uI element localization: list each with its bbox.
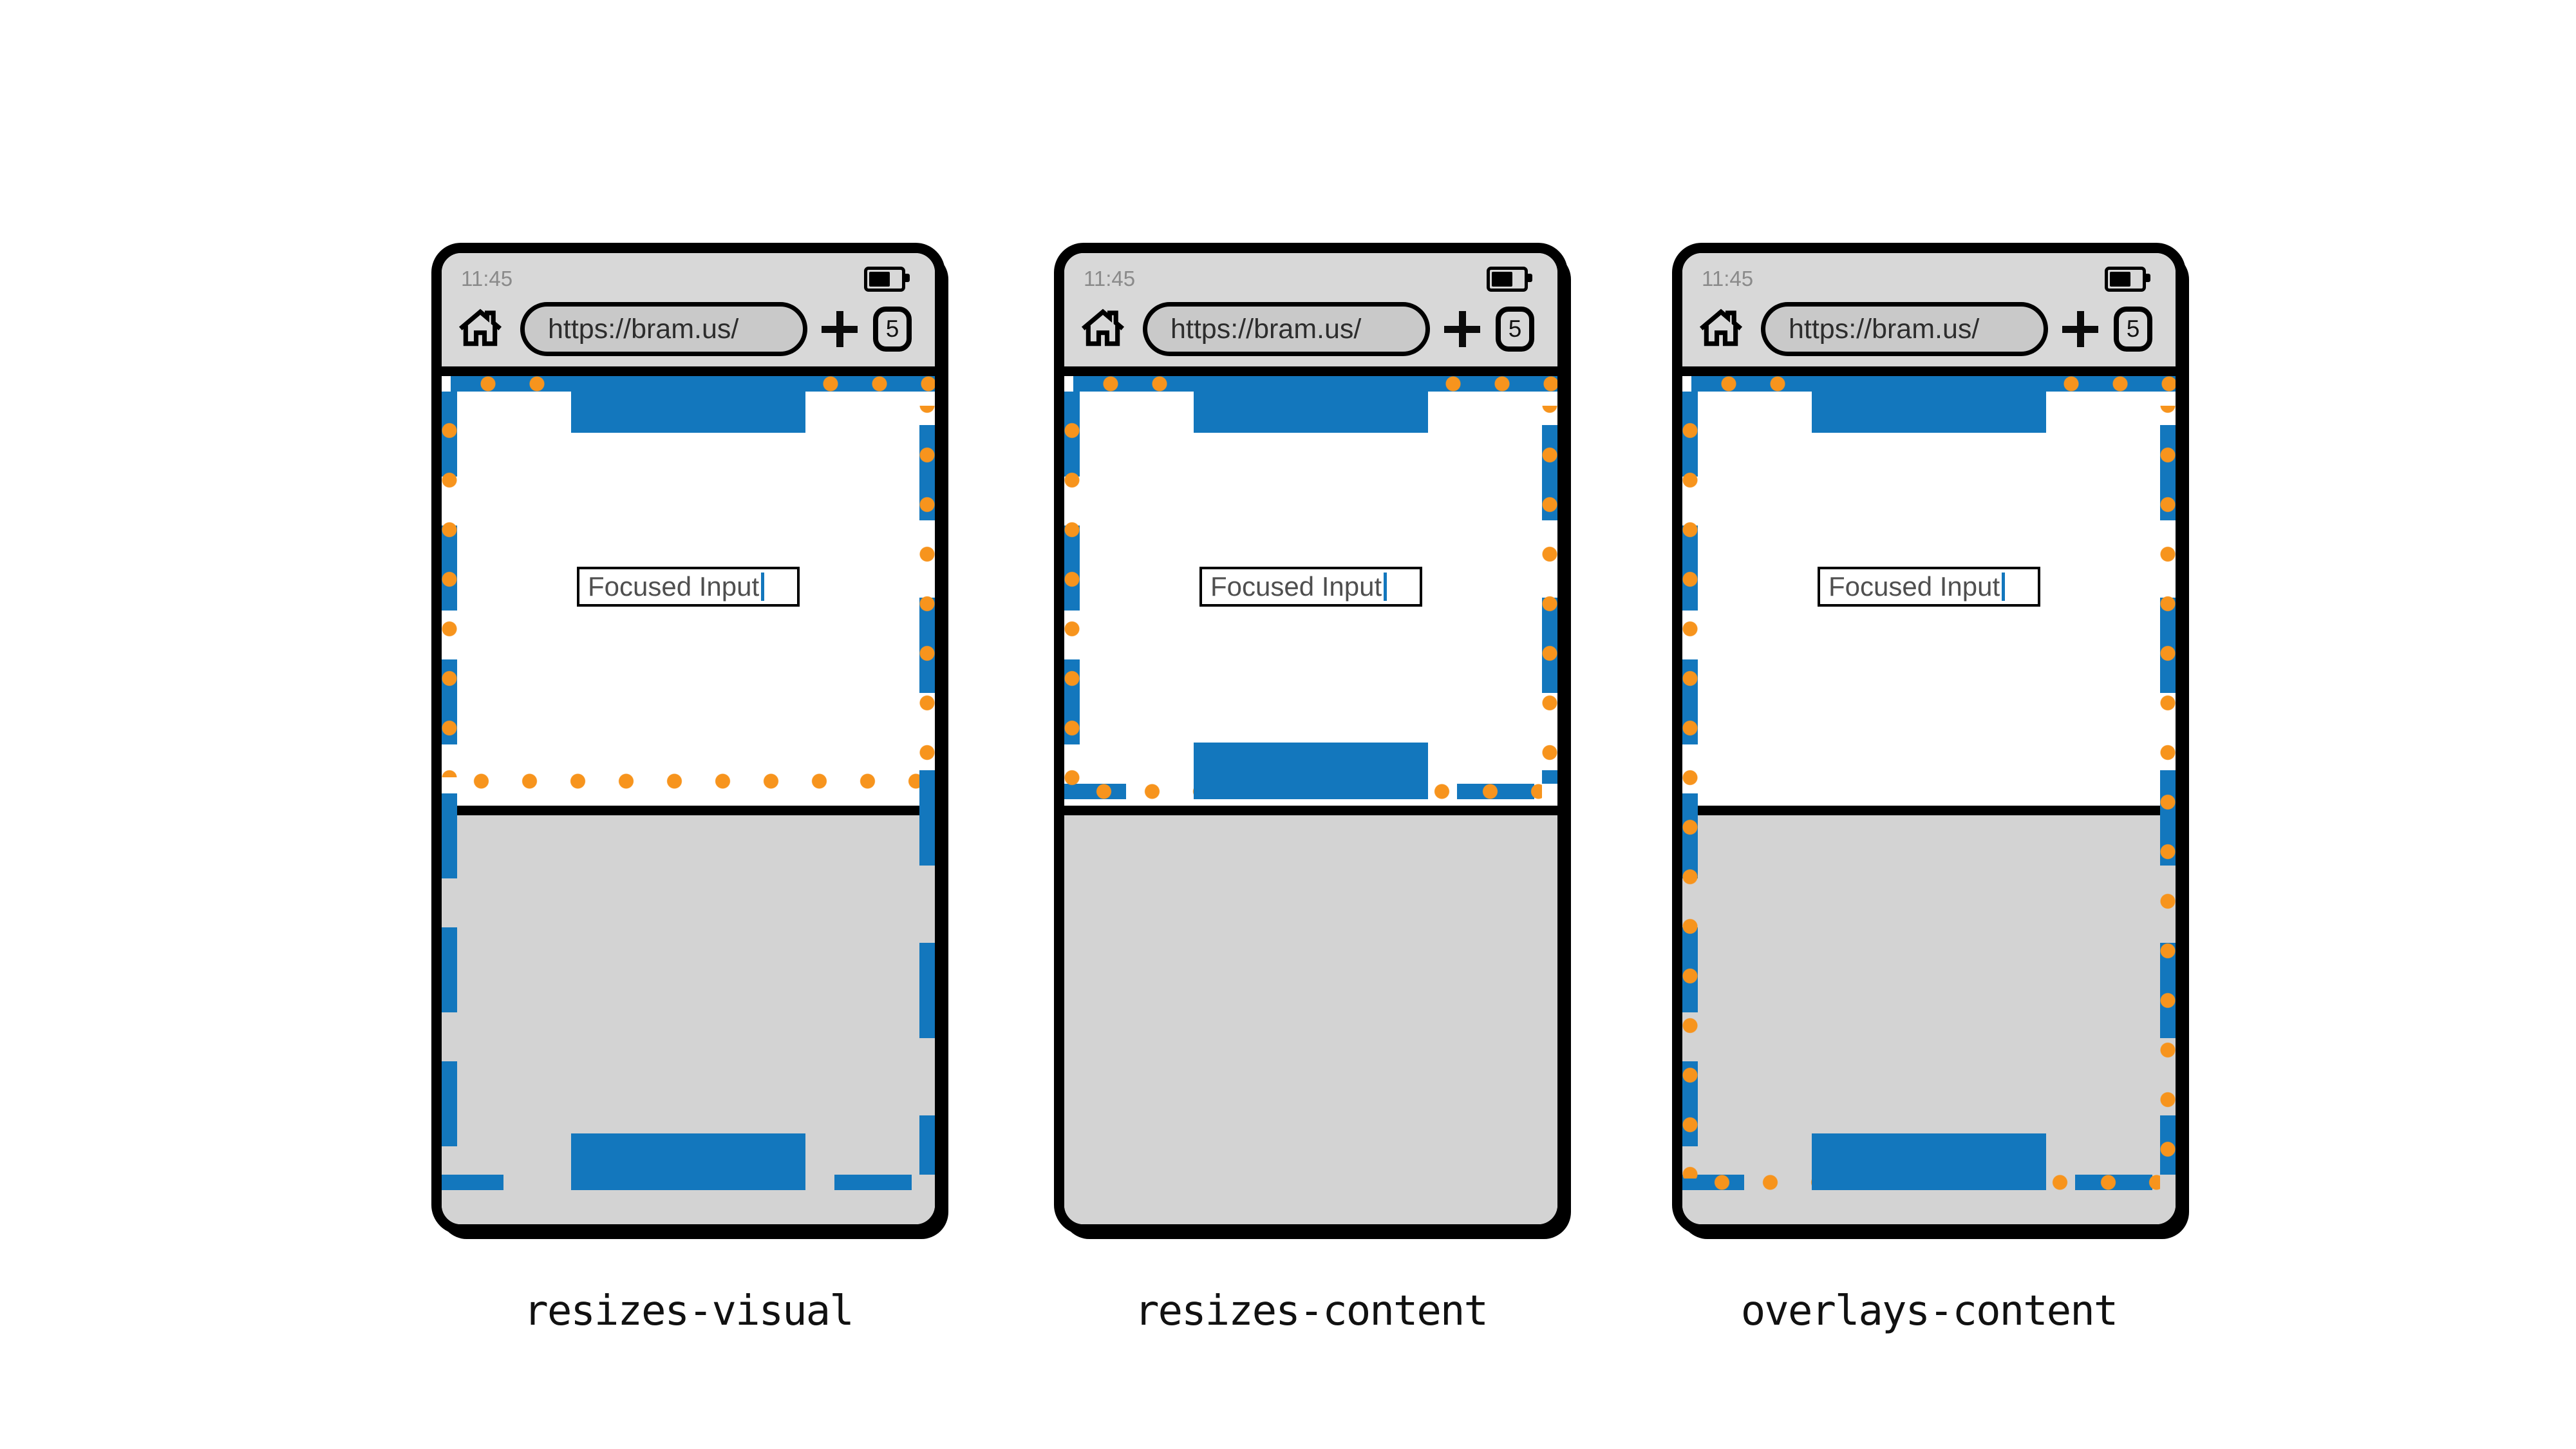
visual-viewport-dots-left (1682, 406, 1698, 1179)
url-bar[interactable]: https://bram.us/ (1761, 302, 2048, 356)
web-page: Focused Input (442, 376, 935, 1224)
input-value: Focused Input (1829, 571, 2000, 601)
phone-resizes-content: 11:45 https://bram.us/ 5 (1054, 243, 1568, 1235)
focused-input[interactable]: Focused Input (577, 567, 800, 607)
phone-label: overlays-content (1740, 1287, 2119, 1335)
visual-viewport-dots-left (1064, 406, 1080, 788)
visual-viewport-dots-right (2160, 406, 2176, 1179)
status-time: 11:45 (1084, 267, 1136, 290)
home-icon[interactable] (457, 307, 503, 351)
fixed-header-block (571, 376, 805, 433)
url-text: https://bram.us/ (548, 313, 739, 345)
tab-count: 5 (885, 316, 899, 342)
battery-icon (1487, 266, 1532, 292)
new-tab-plus-icon[interactable] (1444, 311, 1480, 347)
battery-fill (1492, 271, 1512, 287)
focused-input[interactable]: Focused Input (1818, 567, 2040, 607)
tab-count: 5 (2126, 316, 2140, 342)
status-time: 11:45 (461, 267, 513, 290)
phone-resizes-visual: 11:45 https://bram.us/ 5 (431, 243, 945, 1235)
phone-label: resizes-visual (523, 1287, 854, 1335)
home-icon[interactable] (1080, 307, 1126, 351)
visual-viewport-dots-left (442, 406, 457, 777)
fixed-header-block (1812, 376, 2046, 433)
phone-unit-resizes-content: 11:45 https://bram.us/ 5 (1054, 243, 1568, 1335)
fixed-footer-block (1812, 1133, 2046, 1190)
battery-fill (2110, 271, 2130, 287)
browser-toolbar: https://bram.us/ 5 (442, 297, 935, 366)
web-page: Focused Input (1682, 376, 2176, 1224)
phone-label: resizes-content (1134, 1287, 1489, 1335)
focused-input[interactable]: Focused Input (1199, 567, 1422, 607)
chrome-separator (1682, 366, 2176, 376)
status-bar: 11:45 (442, 253, 935, 297)
text-caret (761, 573, 765, 601)
status-bar: 11:45 (1064, 253, 1557, 297)
text-caret (1384, 573, 1387, 601)
fixed-header-block (1194, 376, 1428, 433)
battery-nub (905, 273, 910, 282)
visual-viewport-dots-bottom (457, 773, 919, 789)
text-caret (2002, 573, 2006, 601)
visual-viewport-dots-right (1542, 406, 1557, 788)
url-bar[interactable]: https://bram.us/ (520, 302, 807, 356)
chrome-separator (442, 366, 935, 376)
battery-nub (1528, 273, 1532, 282)
home-icon[interactable] (1698, 307, 1744, 351)
status-bar: 11:45 (1682, 253, 2176, 297)
tab-count-button[interactable]: 5 (1496, 307, 1534, 352)
tab-count-button[interactable]: 5 (2114, 307, 2152, 352)
new-tab-plus-icon[interactable] (822, 311, 858, 347)
visual-viewport-dots-right (919, 406, 935, 777)
virtual-keyboard[interactable] (1064, 806, 1557, 1224)
fixed-footer-block (571, 1133, 805, 1190)
new-tab-plus-icon[interactable] (2062, 311, 2098, 347)
phone-unit-resizes-visual: 11:45 https://bram.us/ 5 (431, 243, 945, 1335)
chrome-separator (1064, 366, 1557, 376)
battery-icon (2105, 266, 2150, 292)
phone-unit-overlays-content: 11:45 https://bram.us/ 5 (1672, 243, 2186, 1335)
battery-icon (864, 266, 910, 292)
tab-count: 5 (1508, 316, 1522, 342)
browser-toolbar: https://bram.us/ 5 (1682, 297, 2176, 366)
fixed-footer-block (1194, 743, 1428, 799)
tab-count-button[interactable]: 5 (873, 307, 912, 352)
url-text: https://bram.us/ (1789, 313, 1980, 345)
status-time: 11:45 (1702, 267, 1754, 290)
battery-nub (2146, 273, 2150, 282)
phone-overlays-content: 11:45 https://bram.us/ 5 (1672, 243, 2186, 1235)
browser-toolbar: https://bram.us/ 5 (1064, 297, 1557, 366)
web-page: Focused Input (1064, 376, 1557, 1224)
battery-fill (869, 271, 890, 287)
url-bar[interactable]: https://bram.us/ (1143, 302, 1430, 356)
url-text: https://bram.us/ (1170, 313, 1362, 345)
input-value: Focused Input (1210, 571, 1382, 601)
input-value: Focused Input (588, 571, 760, 601)
